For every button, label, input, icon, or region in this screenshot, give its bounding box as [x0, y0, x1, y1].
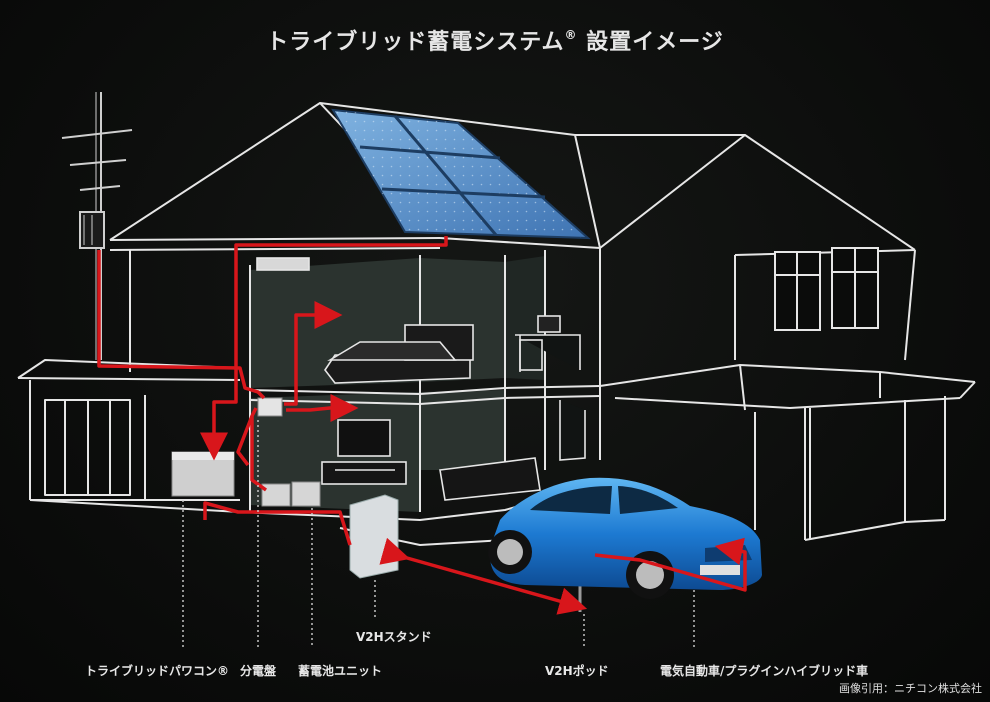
solar-panel-array — [331, 108, 591, 240]
utility-pole — [61, 92, 133, 360]
label-v2h-stand: V2Hスタンド — [356, 630, 432, 644]
label-distribution-board: 分電盤 — [240, 664, 277, 678]
label-ev: 電気自動車/プラグインハイブリッド車 — [660, 664, 869, 678]
diagram-title: トライブリッド蓄電システム® 設置イメージ — [0, 24, 990, 56]
battery-unit-left — [261, 483, 291, 507]
battery-unit-right — [291, 481, 321, 507]
image-credit: 画像引用：ニチコン株式会社 — [839, 682, 982, 695]
label-v2h-pod: V2Hポッド — [545, 664, 609, 678]
registered-mark: ® — [564, 27, 578, 42]
label-pcs: トライブリッドパワコン® — [85, 664, 230, 678]
v2h-stand-unit — [349, 494, 399, 579]
gable-windows — [774, 247, 879, 331]
title-text: トライブリッド蓄電システム — [266, 30, 565, 55]
label-battery-unit: 蓄電池ユニット — [298, 664, 383, 678]
label-leader-lines — [182, 420, 695, 648]
distribution-board-unit — [257, 397, 283, 417]
furniture — [256, 257, 586, 501]
electric-car — [488, 477, 762, 599]
power-lines — [97, 236, 747, 615]
title-suffix: 設置イメージ — [577, 30, 724, 55]
